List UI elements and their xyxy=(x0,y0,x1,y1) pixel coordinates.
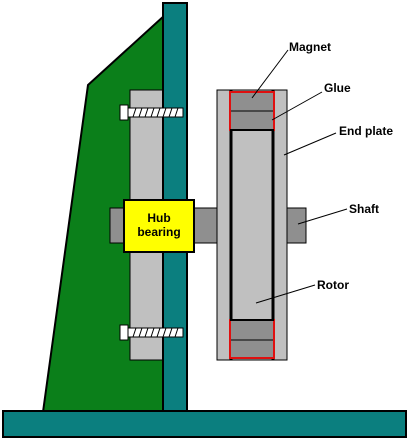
end-plate-leader xyxy=(283,132,337,156)
bottom-bolt xyxy=(119,324,184,341)
rotor-label: Rotor xyxy=(317,278,349,292)
shaft-label: Shaft xyxy=(349,202,379,216)
end-plate-label: End plate xyxy=(339,124,393,138)
end-plate-left xyxy=(216,89,232,361)
shaft xyxy=(285,207,307,244)
hub-bearing-label-line2: bearing xyxy=(137,225,180,239)
end-plate-right xyxy=(272,89,288,361)
shaft-leader xyxy=(297,208,348,225)
glue-label: Glue xyxy=(324,81,351,95)
magnet-leader xyxy=(251,49,289,99)
base-plate xyxy=(2,410,407,438)
hub-bearing xyxy=(123,199,195,253)
magnet-label: Magnet xyxy=(289,40,331,54)
magnet-bottom xyxy=(229,319,275,359)
magnet-top xyxy=(229,91,275,131)
glue-leader xyxy=(271,91,323,121)
top-bolt xyxy=(119,104,184,121)
rotor-leader xyxy=(255,284,316,304)
hub-bearing-label-line1: Hub xyxy=(147,211,170,225)
